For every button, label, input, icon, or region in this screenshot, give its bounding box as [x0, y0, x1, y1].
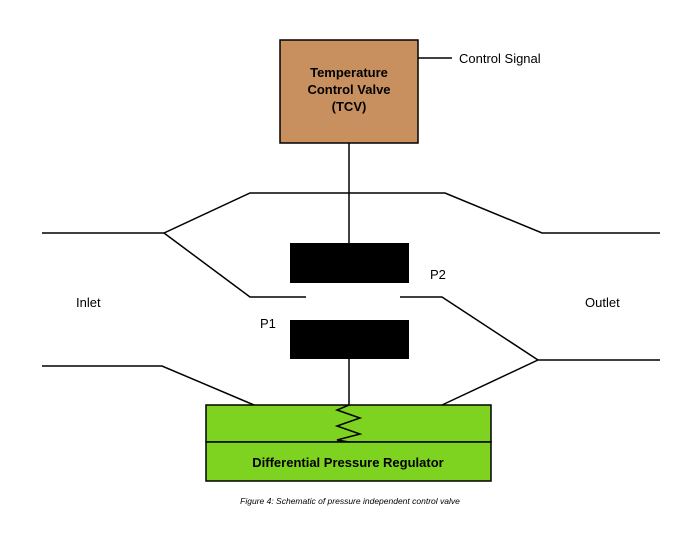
upper-valve-plug — [290, 243, 409, 283]
lower-valve-plug — [290, 320, 409, 359]
control-signal-label: Control Signal — [459, 51, 541, 66]
tcv-box — [279, 39, 419, 144]
upper-pipe-wall — [42, 192, 660, 234]
upper-outlet-channel — [400, 296, 539, 361]
figure-caption: Figure 4: Schematic of pressure independ… — [240, 496, 460, 506]
regulator-spring — [334, 404, 363, 443]
lower-pipe-wall-left — [42, 365, 255, 406]
p2-label: P2 — [430, 267, 446, 282]
upper-inlet-channel — [163, 232, 306, 298]
lower-pipe-wall-right — [441, 359, 660, 406]
regulator-label: Differential Pressure Regulator — [252, 455, 443, 470]
p1-label: P1 — [260, 316, 276, 331]
inlet-label: Inlet — [76, 295, 101, 310]
outlet-label: Outlet — [585, 295, 620, 310]
tcv-label-line-1: Temperature — [310, 65, 388, 80]
tcv-label-line-2: Control Valve — [307, 82, 390, 97]
tcv-label-line-3: (TCV) — [332, 99, 367, 114]
regulator-lower-chamber — [205, 441, 492, 482]
